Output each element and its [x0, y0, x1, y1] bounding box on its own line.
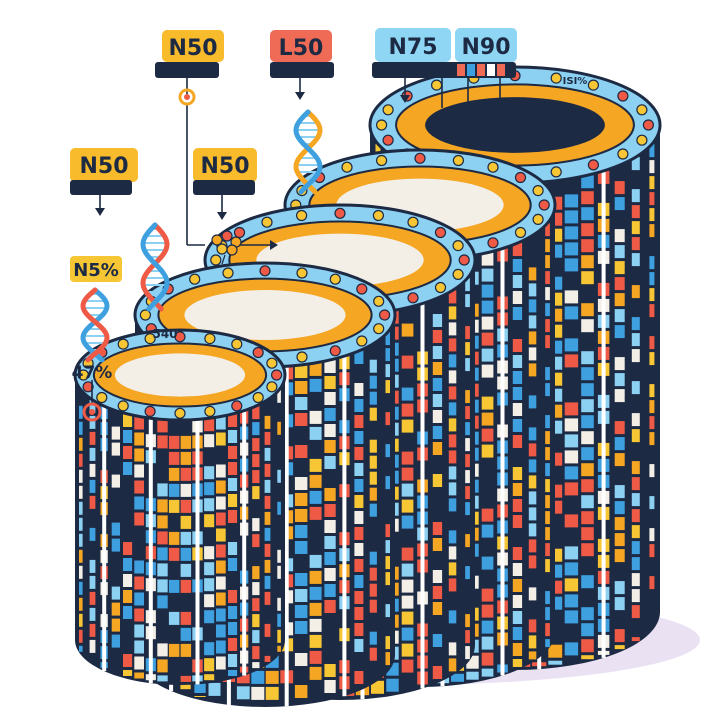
label-n5pct: N5%	[73, 260, 119, 281]
pin-markers	[82, 88, 196, 422]
tag-n5pct	[70, 256, 122, 282]
label-n75: N75	[388, 35, 437, 60]
dna-helices	[80, 109, 323, 363]
annotation-lines	[91, 78, 501, 405]
label-small-mark: ISI%	[563, 76, 588, 87]
label-l50: L50	[279, 36, 324, 61]
tag-n75	[375, 28, 451, 62]
arrow-down-icon	[217, 212, 227, 220]
label-left-n50: N50	[79, 154, 128, 179]
label-n90: N90	[461, 35, 510, 60]
tag-l50	[270, 30, 332, 62]
arrow-heads	[95, 92, 410, 250]
arrow-down-icon	[95, 208, 105, 216]
label-mid-n50: N50	[200, 154, 249, 179]
arrow-right-icon	[270, 240, 278, 250]
pin-marker-icon	[82, 402, 102, 422]
tag-left-n50	[70, 148, 138, 182]
arrow-down-icon	[295, 92, 305, 100]
molecule-cluster-icon	[211, 230, 242, 265]
label-pct47: 47%	[72, 363, 113, 383]
dna-helix-icon	[140, 222, 170, 312]
stacked-drum-chart	[73, 65, 662, 707]
tag-backgrounds	[70, 28, 517, 282]
tag-texts: N50 L50 N75 N90 N50 N50 N5% 47% 540 ISI%	[72, 35, 588, 383]
drum-tier	[73, 328, 287, 685]
tag-mid-n50	[193, 148, 257, 182]
dna-helix-icon	[80, 287, 110, 363]
tag-n90	[455, 28, 517, 62]
label-540: 540	[152, 327, 177, 341]
arrow-down-icon	[400, 95, 410, 103]
dna-helix-icon	[293, 109, 323, 195]
tag-top-n50	[162, 30, 224, 62]
label-top-n50: N50	[168, 36, 217, 61]
pin-marker-icon	[178, 88, 196, 106]
